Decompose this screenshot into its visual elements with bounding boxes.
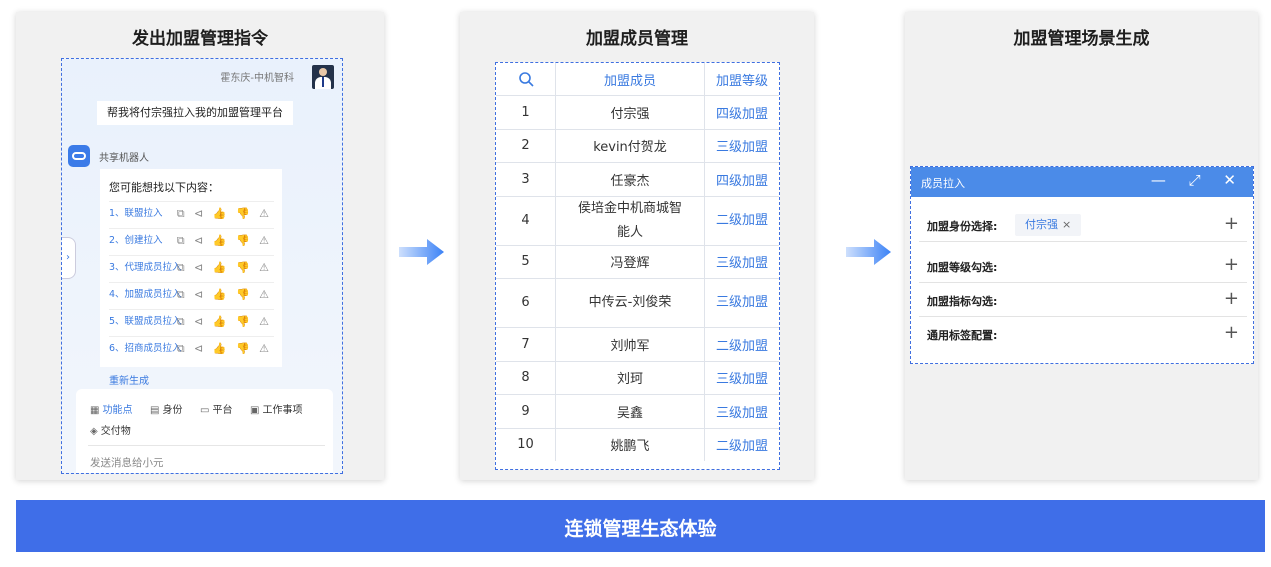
bot-name: 共享机器人 [99, 153, 149, 164]
plus-icon[interactable]: + [1223, 288, 1239, 309]
suggestion-item[interactable]: 4、加盟成员拉入⧉ ⊲ 👍 👎 ⚠ [109, 282, 274, 306]
search-icon[interactable] [496, 63, 556, 96]
close-icon[interactable]: × [1062, 218, 1072, 231]
arrow-right-icon [399, 239, 444, 265]
layers-icon: ◈ [90, 426, 98, 437]
tool-identity[interactable]: ▤身份 [150, 405, 183, 416]
reply-title: 您可能想找以下内容： [109, 181, 219, 194]
metric-select-row[interactable]: 加盟指标勾选: + [919, 282, 1247, 317]
scene-panel: 加盟管理场景生成 成员拉入 — ⤢ ✕ 加盟身份选择: 付宗强× + 加盟等级勾… [905, 12, 1258, 480]
collapse-handle[interactable]: › [62, 237, 76, 279]
arrow-right-icon [846, 239, 891, 265]
user-avatar [312, 65, 334, 89]
plus-icon[interactable]: + [1223, 213, 1239, 234]
action-icons[interactable]: ⧉ ⊲ 👍 👎 ⚠ [176, 288, 272, 301]
tag-config-row[interactable]: 通用标签配置: + [919, 316, 1247, 350]
level-link[interactable]: 三级加盟 [704, 361, 779, 395]
level-select-row[interactable]: 加盟等级勾选: + [919, 248, 1247, 283]
banner-text: 连锁管理生态体验 [564, 518, 717, 540]
chat-window: 霍东庆-中机智科 帮我将付宗强拉入我的加盟管理平台 共享机器人 您可能想找以下内… [61, 58, 343, 474]
window-controls-icon[interactable]: — ⤢ ✕ [1150, 171, 1245, 189]
plus-icon[interactable]: + [1223, 322, 1239, 343]
suggestion-item[interactable]: 1、联盟拉入⧉ ⊲ 👍 👎 ⚠ [109, 201, 274, 225]
dialog-header: 成员拉入 — ⤢ ✕ [911, 167, 1253, 197]
member-panel-title: 加盟成员管理 [586, 29, 688, 49]
level-link[interactable]: 三级加盟 [704, 278, 779, 328]
id-card-icon: ▤ [150, 405, 160, 416]
message-input-box[interactable]: ▦功能点 ▤身份 ▭平台 ▣工作事项 ◈交付物 发送消息给小元 [76, 389, 333, 473]
plus-icon[interactable]: + [1223, 254, 1239, 275]
tool-deliverables[interactable]: ◈交付物 [90, 426, 131, 437]
level-link[interactable]: 四级加盟 [704, 162, 779, 197]
level-link[interactable]: 二级加盟 [704, 327, 779, 362]
level-link[interactable]: 二级加盟 [704, 196, 779, 246]
robot-icon [68, 145, 90, 167]
input-divider [88, 445, 325, 446]
command-panel-title: 发出加盟管理指令 [132, 29, 268, 49]
grid-icon: ▦ [90, 405, 100, 416]
level-link[interactable]: 三级加盟 [704, 245, 779, 279]
dialog-title: 成员拉入 [921, 177, 965, 190]
suggestion-item[interactable]: 5、联盟成员拉入⧉ ⊲ 👍 👎 ⚠ [109, 309, 274, 333]
command-panel: 发出加盟管理指令 霍东庆-中机智科 帮我将付宗强拉入我的加盟管理平台 共享机器人… [16, 12, 384, 480]
bottom-banner: 连锁管理生态体验 [16, 500, 1265, 552]
platform-icon: ▭ [200, 405, 210, 416]
level-link[interactable]: 二级加盟 [715, 439, 768, 455]
message-input[interactable]: 发送消息给小元 [90, 457, 164, 469]
field-label: 加盟指标勾选: [927, 295, 998, 308]
suggestion-item[interactable]: 3、代理成员拉入⧉ ⊲ 👍 👎 ⚠ [109, 255, 274, 279]
member-pull-dialog: 成员拉入 — ⤢ ✕ 加盟身份选择: 付宗强× + 加盟等级勾选: + 加盟指标… [910, 166, 1254, 364]
level-link[interactable]: 三级加盟 [704, 394, 779, 429]
suggestion-item[interactable]: 2、创建拉入⧉ ⊲ 👍 👎 ⚠ [109, 228, 274, 252]
level-link[interactable]: 三级加盟 [704, 129, 779, 163]
selected-member-chip[interactable]: 付宗强× [1015, 214, 1082, 236]
action-icons[interactable]: ⧉ ⊲ 👍 👎 ⚠ [176, 261, 272, 274]
level-link[interactable]: 四级加盟 [704, 95, 779, 130]
user-name: 霍东庆-中机智科 [220, 73, 294, 84]
bot-reply: 您可能想找以下内容： 1、联盟拉入⧉ ⊲ 👍 👎 ⚠ 2、创建拉入⧉ ⊲ 👍 👎… [100, 169, 282, 367]
scene-panel-title: 加盟管理场景生成 [1013, 29, 1150, 49]
action-icons[interactable]: ⧉ ⊲ 👍 👎 ⚠ [176, 207, 272, 220]
user-message: 帮我将付宗强拉入我的加盟管理平台 [97, 101, 293, 125]
identity-select-row[interactable]: 加盟身份选择: 付宗强× + [919, 207, 1247, 242]
action-icons[interactable]: ⧉ ⊲ 👍 👎 ⚠ [176, 342, 272, 355]
column-header-member: 加盟成员 [555, 63, 705, 96]
suggestion-item[interactable]: 6、招商成员拉入⧉ ⊲ 👍 👎 ⚠ [109, 336, 274, 360]
field-label: 通用标签配置: [927, 329, 998, 342]
tool-work-items[interactable]: ▣工作事项 [250, 405, 303, 416]
field-label: 加盟等级勾选: [927, 261, 998, 274]
tool-platform[interactable]: ▭平台 [200, 405, 233, 416]
action-icons[interactable]: ⧉ ⊲ 👍 👎 ⚠ [176, 234, 272, 247]
regenerate-link[interactable]: 重新生成 [109, 376, 149, 387]
task-icon: ▣ [250, 405, 260, 416]
action-icons[interactable]: ⧉ ⊲ 👍 👎 ⚠ [176, 315, 272, 328]
tool-feature-point[interactable]: ▦功能点 [90, 405, 133, 416]
field-label: 加盟身份选择: [927, 220, 998, 233]
column-header-level: 加盟等级 [704, 63, 779, 96]
